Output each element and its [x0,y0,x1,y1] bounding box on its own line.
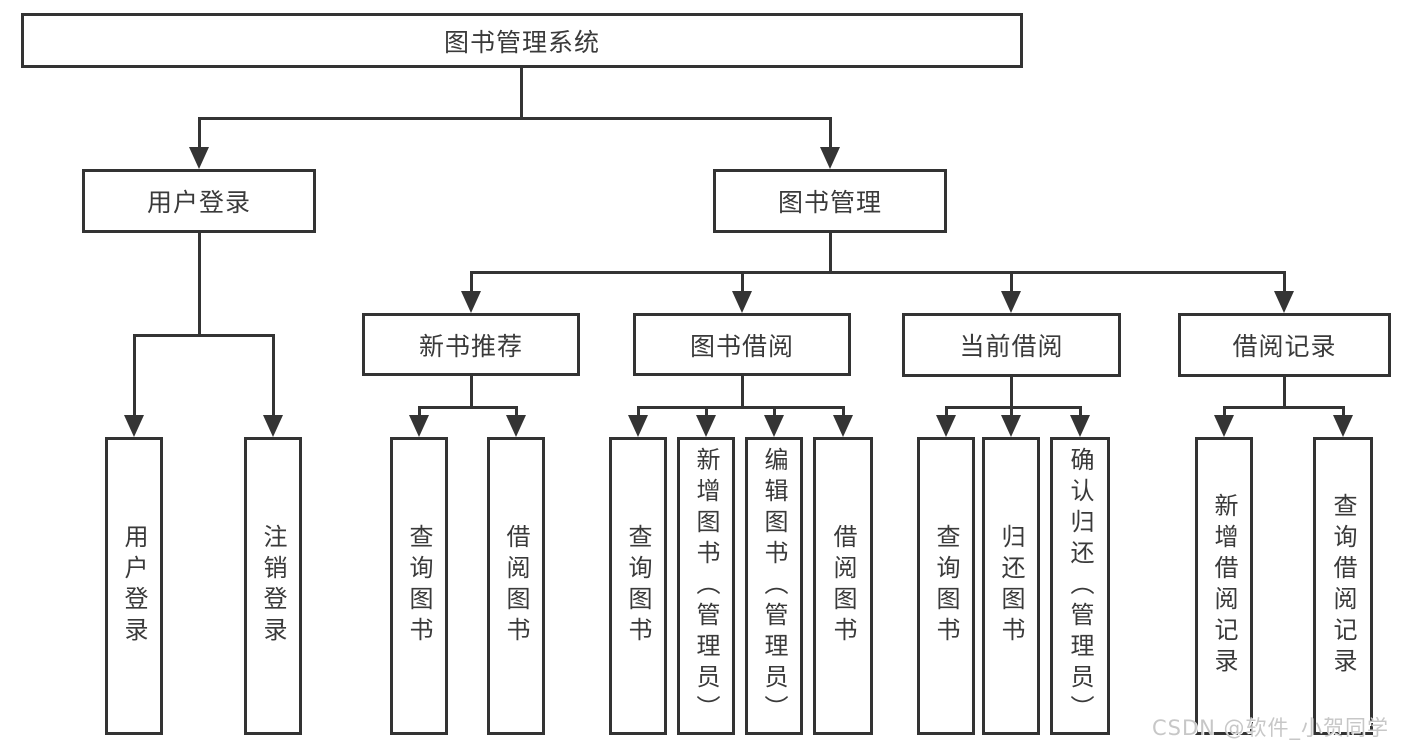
node-library-system-label: 图书管理系统 [443,27,600,57]
connector-line [637,406,640,417]
node-book-management: 图书管理 [713,169,947,233]
arrow-down [189,147,209,169]
leaf-edit-book-admin-label: 编辑图书（管理员） [760,446,788,726]
connector-line [741,271,744,293]
connector-line [1283,271,1286,293]
connector-line [470,376,473,409]
arrow-down [936,415,956,437]
node-user-login-label: 用户登录 [146,188,251,217]
node-borrow-records: 借阅记录 [1178,313,1391,377]
leaf-confirm-return-admin-label: 确认归还（管理员） [1066,446,1094,726]
leaf-add-borrow-record-label: 新增借阅记录 [1210,493,1238,679]
connector-line [418,406,421,417]
arrow-down [1070,415,1090,437]
node-borrow-records-label: 借阅记录 [1232,332,1337,361]
node-new-book-recommend-label: 新书推荐 [418,331,523,361]
arrow-down [833,415,853,437]
arrow-down [732,291,752,313]
connector-line [520,68,523,120]
connector-line [773,406,776,417]
connector-line [637,406,845,409]
leaf-newbook-query-book: 查询图书 [390,437,448,735]
connector-line [945,406,948,417]
leaf-add-book-admin: 新增图书（管理员） [677,437,735,735]
connector-line [470,271,473,293]
node-current-borrowing-label: 当前借阅 [959,332,1064,361]
connector-line [1079,406,1082,417]
leaf-current-query-book-label: 查询图书 [932,524,960,648]
leaf-logout-label: 注销登录 [259,524,287,648]
connector-line [1010,271,1013,293]
leaf-edit-book-admin: 编辑图书（管理员） [745,437,803,735]
watermark: CSDN @软件_小贺同学 [1152,716,1390,740]
connector-line [198,117,832,120]
connector-line [1223,406,1345,409]
connector-line [515,406,518,417]
leaf-user-login: 用户登录 [105,437,163,735]
node-book-borrowing: 图书借阅 [633,313,851,376]
leaf-borrow-book-label: 借阅图书 [829,524,857,648]
connector-line [842,406,845,417]
node-book-management-label: 图书管理 [777,188,882,217]
arrow-down [409,415,429,437]
leaf-confirm-return-admin: 确认归还（管理员） [1050,437,1110,735]
connector-line [1010,406,1013,417]
leaf-query-borrow-record-label: 查询借阅记录 [1329,493,1357,679]
arrow-down [506,415,526,437]
leaf-logout: 注销登录 [244,437,302,735]
leaf-user-login-label: 用户登录 [120,524,148,648]
arrow-down [1274,291,1294,313]
leaf-newbook-query-book-label: 查询图书 [405,524,433,648]
arrow-down [820,147,840,169]
leaf-current-query-book: 查询图书 [917,437,975,735]
arrow-down [1333,415,1353,437]
connector-line [945,406,1082,409]
connector-line [1283,376,1286,409]
arrow-down [1214,415,1234,437]
connector-line [272,334,275,417]
connector-line [133,334,136,417]
connector-line [198,233,201,337]
leaf-return-book: 归还图书 [982,437,1040,735]
connector-line [133,334,275,337]
connector-line [470,271,1286,274]
leaf-newbook-borrow-book-label: 借阅图书 [502,524,530,648]
connector-line [1342,406,1345,417]
leaf-add-borrow-record: 新增借阅记录 [1195,437,1253,735]
connector-line [705,406,708,417]
leaf-borrow-book: 借阅图书 [813,437,873,735]
connector-line [741,376,744,409]
leaf-borrow-query-book: 查询图书 [609,437,667,735]
node-user-login: 用户登录 [82,169,316,233]
connector-line [198,117,201,149]
node-current-borrowing: 当前借阅 [902,313,1121,377]
arrow-down [124,415,144,437]
arrow-down [263,415,283,437]
node-book-borrowing-label: 图书借阅 [689,331,794,361]
arrow-down [1001,291,1021,313]
arrow-down [628,415,648,437]
connector-line [418,406,518,409]
leaf-borrow-query-book-label: 查询图书 [624,524,652,648]
leaf-newbook-borrow-book: 借阅图书 [487,437,545,735]
arrow-down [764,415,784,437]
node-library-system: 图书管理系统 [21,13,1023,68]
connector-line [1223,406,1226,417]
arrow-down [1001,415,1021,437]
leaf-return-book-label: 归还图书 [997,524,1025,648]
arrow-down [461,291,481,313]
arrow-down [696,415,716,437]
node-new-book-recommend: 新书推荐 [362,313,580,376]
leaf-query-borrow-record: 查询借阅记录 [1313,437,1373,735]
leaf-add-book-admin-label: 新增图书（管理员） [692,446,720,726]
connector-line [829,233,832,274]
connector-line [1010,376,1013,409]
connector-line [829,117,832,149]
